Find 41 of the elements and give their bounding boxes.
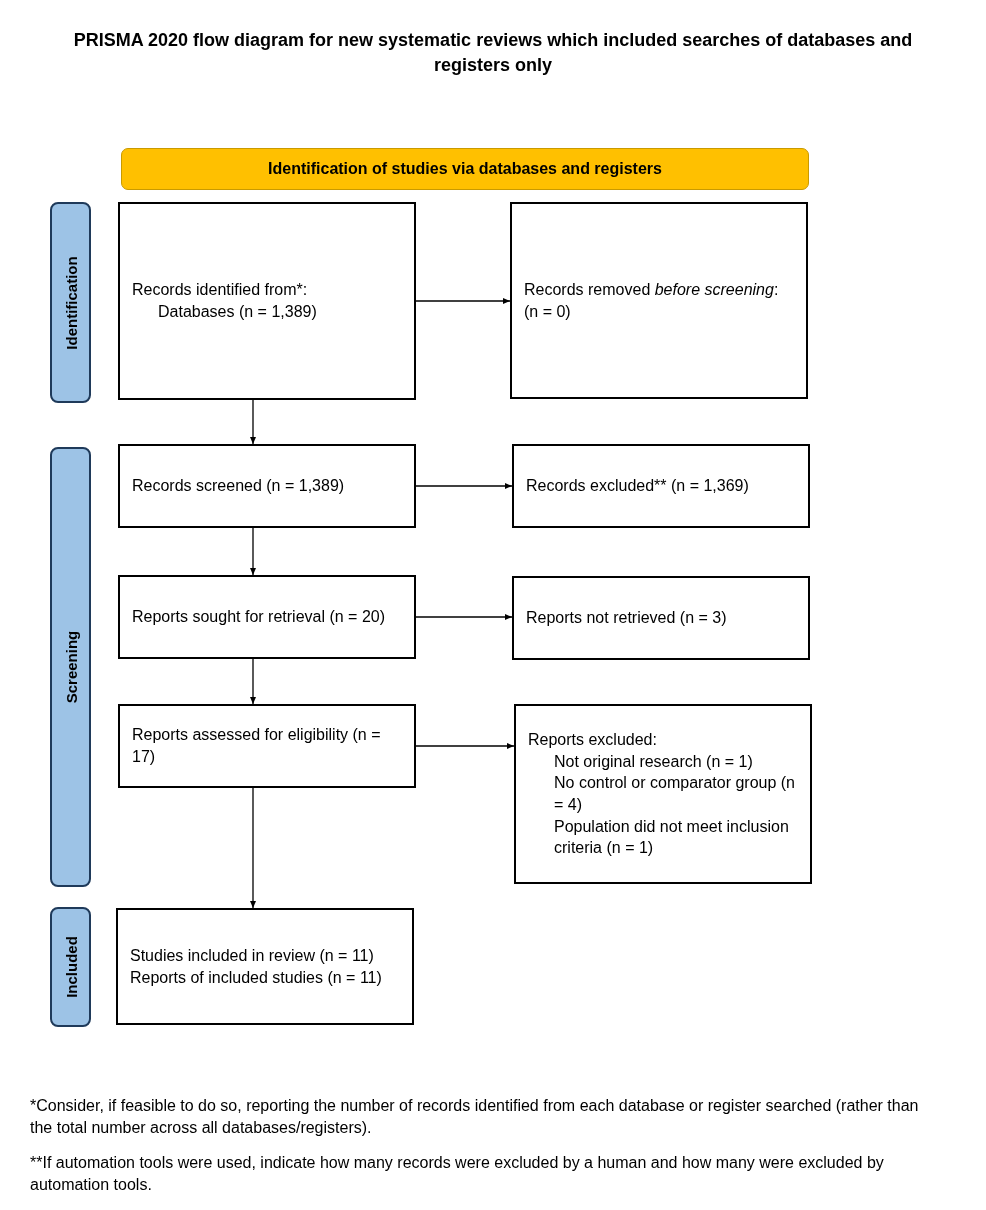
arrow: [250, 527, 256, 576]
box-text: Reports sought for retrieval (n = 20): [132, 607, 386, 628]
process-box: [118, 444, 416, 528]
process-box: [116, 908, 414, 1025]
process-box: [512, 576, 810, 660]
box-text: Not original research (n = 1): [553, 751, 754, 772]
phase-header: Identification of studies via databases and registers: [121, 148, 809, 190]
box-text: Reports of included studies (n = 11): [130, 967, 383, 988]
process-box: [514, 704, 812, 884]
arrow: [250, 658, 256, 705]
box-text: Records removed before screening: (n = 0): [524, 279, 780, 322]
process-box: [118, 704, 416, 788]
stage-label: Included: [62, 936, 79, 998]
box-text: Databases (n = 1,389): [157, 302, 318, 322]
stage-band: [50, 447, 91, 887]
arrow: [250, 787, 256, 909]
arrow: [415, 743, 515, 749]
arrow: [415, 614, 513, 620]
process-box: [510, 202, 808, 399]
box-text: Studies included in review (n = 11): [130, 945, 375, 966]
box-text: Reports excluded:: [528, 730, 658, 751]
arrow: [415, 298, 511, 304]
stage-label: Identification: [62, 255, 79, 350]
box-text: Reports not retrieved (n = 3): [526, 608, 728, 629]
box-text: Records identified from*:: [132, 280, 309, 301]
stage-label: Screening: [62, 630, 79, 704]
box-text: Records excluded** (n = 1,369): [526, 476, 750, 497]
footnote: **If automation tools were used, indicate how many records were excluded by a human and how many were excluded by automation tools.: [30, 1153, 885, 1196]
arrow: [250, 399, 256, 445]
stage-band: [50, 202, 91, 403]
box-text: Population did not meet inclusion criteria (n = 1): [553, 816, 790, 859]
process-box: [118, 202, 416, 400]
stage-band: [50, 907, 91, 1027]
diagram-title: PRISMA 2020 flow diagram for new systematic reviews which included searches of databases and registers only: [72, 29, 914, 78]
process-box: [512, 444, 810, 528]
box-text: No control or comparator group (n = 4): [553, 773, 796, 815]
box-text: Reports assessed for eligibility (n = 17): [132, 725, 382, 767]
footnote: *Consider, if feasible to do so, reporting the number of records identified from each database or register searched (rather than the total number across all databases/registers).: [30, 1096, 920, 1139]
box-text: Records screened (n = 1,389): [132, 476, 346, 497]
process-box: [118, 575, 416, 659]
arrow: [415, 483, 513, 489]
